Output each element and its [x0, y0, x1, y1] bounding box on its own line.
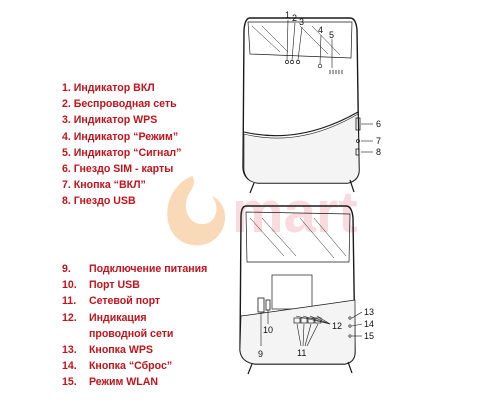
legend-label: Порт USB [88, 279, 140, 292]
callout-1: 1 [285, 10, 290, 20]
legend-label: Кнопка “ВКЛ” [73, 179, 146, 192]
legend-item: 5. Индикатор “Сигнал” [62, 145, 181, 161]
back-callout-leaders [260, 310, 363, 347]
legend-label: Кнопка WPS [88, 344, 153, 357]
legend-label: Кнопка “Сброс” [88, 360, 173, 373]
callout-9: 9 [258, 349, 263, 359]
legend-item: проводной сети [62, 326, 207, 342]
legend-num: 12. [62, 311, 77, 324]
legend-label: Беспроводная сеть [73, 98, 177, 111]
legend-item: 4. Индикатор “Режим” [62, 129, 181, 145]
legend-item: 15. Режим WLAN [62, 374, 207, 390]
legend-label: Индикатор “Сигнал” [73, 146, 182, 159]
router-front [242, 17, 361, 194]
legend-back: 9. Подключение питания 10. Порт USB 11. … [62, 261, 207, 391]
legend-label: Гнездо SIM - карты [73, 163, 174, 176]
callout-2: 2 [292, 13, 297, 23]
legend-num: 1. [62, 82, 71, 94]
legend-num: 2. [62, 98, 71, 111]
callout-13: 13 [364, 307, 374, 317]
legend-item: 12. Индикация [62, 310, 207, 326]
legend-label: Индикация [88, 311, 147, 324]
legend-num: 9. [62, 263, 71, 275]
callout-15: 15 [364, 331, 374, 341]
legend-num: 13. [62, 344, 77, 357]
legend-item: 9. Подключение питания [62, 261, 207, 277]
legend-num: 10. [62, 279, 77, 292]
legend-num: 15. [62, 376, 77, 389]
legend-label: Гнездо USB [73, 195, 136, 208]
legend-label: Индикатор ВКЛ [73, 82, 155, 94]
legend-label: Индикатор “Режим” [73, 130, 179, 143]
legend-label: Сетевой порт [88, 295, 161, 308]
legend-label: проводной сети [88, 327, 174, 340]
legend-item: 7. Кнопка “ВКЛ” [62, 177, 181, 193]
legend-label: Подключение питания [88, 263, 208, 275]
legend-num: 4. [62, 130, 71, 143]
callout-6: 6 [376, 119, 381, 129]
legend-num: 11. [62, 295, 77, 308]
legend-item: 13. Кнопка WPS [62, 342, 207, 358]
watermark: mart [167, 176, 358, 246]
legend-label: Режим WLAN [88, 376, 159, 389]
legend-item: 14. Кнопка “Сброс” [62, 358, 207, 374]
callout-3: 3 [299, 17, 304, 27]
legend-item: 2. Беспроводная сеть [62, 96, 181, 112]
legend-num: 6. [62, 163, 71, 176]
legend-item: 8. Гнездо USB [62, 193, 181, 209]
callout-14: 14 [364, 319, 374, 329]
front-callout-leaders [286, 19, 373, 153]
legend-item: 1. Индикатор ВКЛ [62, 80, 181, 96]
callout-12: 12 [332, 321, 342, 331]
legend-item: 6. Гнездо SIM - карты [62, 161, 181, 177]
legend-front: 1. Индикатор ВКЛ 2. Беспроводная сеть 3.… [62, 80, 181, 210]
callout-11: 11 [297, 348, 306, 358]
callout-4: 4 [318, 25, 323, 35]
legend-num: 7. [62, 179, 71, 192]
watermark-text: mart [232, 180, 358, 245]
legend-num: 3. [62, 114, 71, 127]
legend-num: 8. [62, 195, 71, 208]
router-back [239, 205, 356, 375]
legend-num: 5. [62, 146, 71, 159]
back-callouts: 9 10 11 12 13 14 15 [258, 307, 374, 359]
legend-item: 11. Сетевой порт [62, 293, 207, 309]
callout-5: 5 [329, 30, 334, 40]
callout-7: 7 [376, 136, 381, 146]
legend-item: 10. Порт USB [62, 277, 207, 293]
callout-10: 10 [263, 325, 273, 335]
legend-item: 3. Индикатор WPS [62, 112, 181, 128]
callout-8: 8 [376, 147, 381, 157]
front-callouts: 1 2 3 4 5 6 7 8 [285, 10, 381, 157]
legend-num: 14. [62, 360, 77, 373]
legend-label: Индикатор WPS [73, 114, 158, 127]
watermark-flame-icon [167, 176, 226, 246]
